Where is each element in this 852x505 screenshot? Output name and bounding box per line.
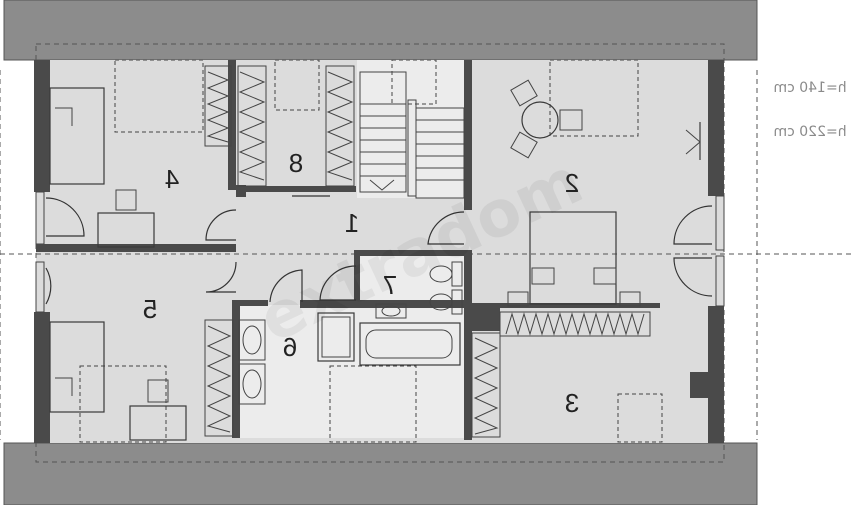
bathtub (359, 322, 461, 366)
door-balcony-5 (45, 267, 52, 305)
wardrobe-room-8-right (325, 65, 355, 187)
room-label-6: 6 (283, 332, 297, 362)
room-label-2: 2 (565, 168, 579, 198)
wardrobe-room-5 (204, 319, 234, 437)
height-low-label: h=140 cm (773, 80, 846, 96)
room-label-8: 8 (289, 148, 303, 178)
wall-right-lower (708, 306, 724, 443)
roof-window-2 (549, 59, 639, 137)
room-label-3: 3 (565, 388, 579, 418)
staircase (359, 71, 465, 199)
wall-left-upper (34, 60, 50, 192)
room-label-1: 1 (345, 208, 359, 238)
roof-outline (35, 43, 725, 463)
room-label-4: 4 (165, 164, 179, 194)
wall-corridor-6 (236, 300, 268, 306)
roof-top (3, 0, 758, 61)
wall-right-upper (708, 60, 724, 196)
desk-room-4 (97, 189, 155, 248)
height-high-label: h=220 cm (773, 124, 846, 140)
wall-4-corridor (228, 60, 236, 190)
bidet (429, 289, 463, 315)
window-right-lower (715, 255, 725, 307)
room-label-5: 5 (143, 294, 157, 324)
door-room-2 (427, 211, 465, 245)
wardrobe-room-3 (471, 332, 501, 438)
door-balcony-4 (45, 197, 85, 237)
wardrobe-room-4 (204, 65, 232, 147)
bed-room-2 (507, 211, 641, 307)
roof-window-3 (617, 393, 663, 443)
window-left-lower (35, 261, 45, 313)
bed-room-5 (49, 321, 105, 413)
bed-room-4 (49, 87, 105, 185)
door-balcony-2 (673, 205, 713, 297)
wall-7-top (354, 250, 466, 256)
wall-7-left (354, 252, 360, 302)
sink-1 (238, 319, 266, 361)
wall-bath-right (464, 250, 472, 440)
door-room-5 (205, 261, 237, 293)
desk-room-5 (129, 379, 187, 441)
roof-bottom (3, 442, 758, 505)
chimney (690, 372, 708, 398)
sink-2 (238, 363, 266, 405)
tv-room-2 (685, 122, 701, 160)
wall-2-3-line (470, 303, 660, 308)
room-label-7: 7 (383, 270, 397, 300)
table-room-2 (510, 79, 583, 159)
door-room-6 (269, 269, 303, 303)
roof-window-5 (79, 365, 167, 443)
wardrobe-room-8-left (237, 65, 267, 187)
roof-window-stairs (391, 59, 437, 105)
staircase-floor (357, 60, 468, 198)
roof-window-8 (274, 59, 320, 111)
wall-4-5 (36, 244, 236, 252)
wall-5-6 (232, 300, 240, 438)
shower (317, 312, 355, 362)
roof-window-6 (329, 365, 417, 443)
door-room-4 (205, 209, 237, 241)
wall-stair-right (464, 60, 472, 210)
door-room-7 (319, 265, 357, 301)
wardrobe-room-2 (499, 311, 651, 337)
window-right-upper (715, 195, 725, 251)
roof-window-4 (114, 59, 204, 133)
wall-8-bottom (236, 186, 356, 192)
toilet (429, 261, 463, 287)
sink-7 (375, 303, 407, 319)
wall-left-lower (34, 312, 50, 443)
